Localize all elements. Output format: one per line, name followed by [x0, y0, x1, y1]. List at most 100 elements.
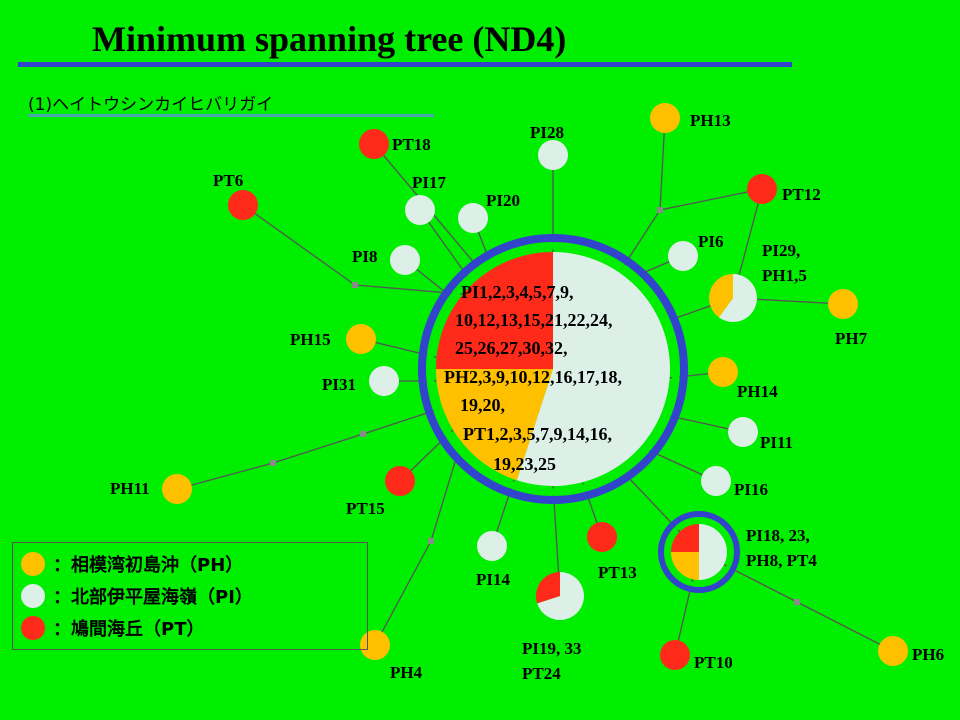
node-pi11 — [728, 417, 758, 447]
node-pi14-circle — [477, 531, 507, 561]
node-pt18-circle — [359, 129, 389, 159]
junction-ph11-b — [270, 460, 276, 466]
center-node-wedge-pt — [436, 252, 553, 369]
node-pi18-wedge-ph — [671, 552, 699, 580]
slide-subtitle: (1)ヘイトウシンカイヒバリガイ — [28, 95, 274, 115]
node-pi6-circle — [668, 241, 698, 271]
node-ph13 — [650, 103, 680, 133]
node-pi19-label: PT24 — [522, 664, 561, 683]
node-pt6-circle — [228, 190, 258, 220]
node-pi19-wedge-pt — [536, 572, 560, 604]
node-ph6-circle — [878, 636, 908, 666]
node-ph6 — [878, 636, 908, 666]
edge-junction-ph13 — [659, 117, 666, 211]
node-pi17-circle — [405, 195, 435, 225]
legend-swatch-pi — [21, 584, 45, 608]
node-pi8-label: PI8 — [352, 247, 378, 266]
center-node-green-ring — [426, 242, 680, 496]
node-ph6-label: PH6 — [912, 645, 944, 664]
node-ph14-circle — [708, 357, 738, 387]
legend-label-pt: ：鳩間海丘（PT） — [53, 619, 205, 640]
node-pi31-circle — [369, 366, 399, 396]
subtitle-underline — [28, 114, 434, 117]
legend: ：相模湾初島沖（PH） ：北部伊平屋海嶺（PI） ：鳩間海丘（PT） — [12, 542, 368, 650]
node-pi18 — [671, 524, 727, 580]
node-pi19-label: PI19, 33 — [522, 639, 582, 658]
node-ph4-label: PH4 — [390, 663, 423, 682]
pi18-green-ring — [664, 517, 734, 587]
node-pi20 — [458, 203, 488, 233]
edge-junction-ph6 — [796, 601, 894, 652]
legend-item-pi: ：北部伊平屋海嶺（PI） — [21, 581, 253, 611]
junction-ph6 — [794, 599, 800, 605]
node-ph13-label: PH13 — [690, 111, 731, 130]
center-node-label-line: PH2,3,9,10,12,16,17,18, — [444, 367, 622, 387]
node-pi17 — [405, 195, 435, 225]
legend-item-ph: ：相模湾初島沖（PH） — [21, 549, 243, 579]
center-node-label-line: PI1,2,3,4,5,7,9, — [461, 282, 574, 302]
junction-ph11-a — [360, 431, 366, 437]
node-pi20-circle — [458, 203, 488, 233]
node-pt15-circle — [385, 466, 415, 496]
node-pi16-label: PI16 — [734, 480, 768, 499]
node-pi18-wedge-pt — [671, 524, 699, 552]
legend-item-pt: ：鳩間海丘（PT） — [21, 613, 204, 643]
node-pt6 — [228, 190, 258, 220]
node-ph13-circle — [650, 103, 680, 133]
node-pi31 — [369, 366, 399, 396]
legend-swatch-pt — [21, 616, 45, 640]
node-pt15-label: PT15 — [346, 499, 385, 518]
node-pt10 — [660, 640, 690, 670]
junctions — [270, 207, 800, 605]
center-node: PI1,2,3,4,5,7,9,10,12,13,15,21,22,24,25,… — [418, 234, 688, 504]
node-pt18 — [359, 129, 389, 159]
edge-junction-ph4 — [374, 540, 432, 646]
node-pt18-label: PT18 — [392, 135, 431, 154]
center-node-outer-ring — [418, 234, 688, 504]
edge-center-junction-ph13 — [622, 209, 661, 268]
slide-title: Minimum spanning tree (ND4) — [92, 19, 567, 59]
edge-junction-pt6 — [242, 204, 356, 286]
node-pi31-label: PI31 — [322, 375, 356, 394]
node-pt10-circle — [660, 640, 690, 670]
legend-label-pi: ：北部伊平屋海嶺（PI） — [53, 587, 253, 608]
node-pi29-label: PH1,5 — [762, 266, 807, 285]
node-pi6 — [668, 241, 698, 271]
node-ph7 — [828, 289, 858, 319]
title-underline — [18, 62, 792, 67]
center-node-wedge-ph — [436, 369, 553, 481]
node-pt12-label: PT12 — [782, 185, 821, 204]
node-pi17-label: PI17 — [412, 173, 447, 192]
node-ph11-circle — [162, 474, 192, 504]
node-pt13-label: PT13 — [598, 563, 637, 582]
node-pi14 — [477, 531, 507, 561]
node-pi28-label: PI28 — [530, 123, 564, 142]
nodes — [162, 103, 908, 670]
center-node-label-line: 19,23,25 — [493, 454, 556, 474]
edge-junction-ph11a-ph11b — [272, 433, 364, 464]
node-ph7-label: PH7 — [835, 329, 868, 348]
node-ph11-label: PH11 — [110, 479, 150, 498]
center-node-wedge-pi — [516, 252, 670, 487]
center-node-label-line: PT1,2,3,5,7,9,14,16, — [463, 424, 612, 444]
junction-pt6 — [352, 282, 358, 288]
node-pt15 — [385, 466, 415, 496]
node-ph14 — [708, 357, 738, 387]
node-pt13-circle — [587, 522, 617, 552]
node-pi18-label: PH8, PT4 — [746, 551, 817, 570]
center-node-label-line: 19,20, — [460, 395, 505, 415]
node-pi18-wedge-pi — [699, 524, 727, 580]
junction-ph13-pt12 — [657, 207, 663, 213]
node-pt10-label: PT10 — [694, 653, 733, 672]
node-pi16-circle — [701, 466, 731, 496]
edge-center-junction-ph4 — [430, 461, 456, 542]
node-pt12 — [747, 174, 777, 204]
node-pi19-wedge-pi — [537, 572, 584, 620]
node-ph7-circle — [828, 289, 858, 319]
edge-junction-pt12 — [659, 188, 763, 211]
node-pi19 — [536, 572, 584, 620]
node-pt12-circle — [747, 174, 777, 204]
